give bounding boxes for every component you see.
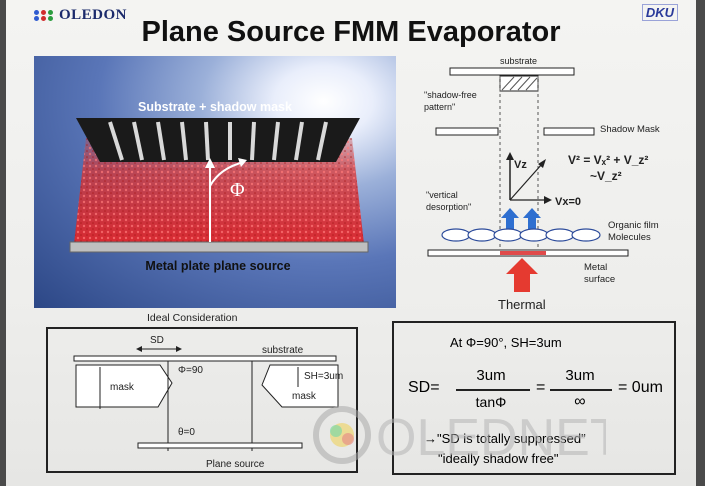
- denominator-2: ∞: [574, 393, 586, 410]
- mask-right-label: mask: [292, 391, 317, 402]
- watermark-logo-icon: [313, 406, 371, 464]
- ideal-consideration-box: SD substrate mask mask Φ=90 SH=3um θ=0 P…: [46, 327, 358, 473]
- ideal-mask-right: [261, 364, 339, 408]
- resultant-arrow: [509, 163, 543, 201]
- ideal-substrate-label: substrate: [262, 345, 304, 356]
- result: = 0um: [618, 379, 663, 396]
- organic-label-2: Molecules: [608, 232, 651, 243]
- vz-label: Vz: [514, 159, 527, 171]
- equals-1: =: [536, 379, 546, 396]
- angle-phi-label: Φ: [230, 179, 245, 201]
- oledon-logo: OLEDON: [34, 4, 127, 26]
- ideal-title: Ideal Consideration: [147, 312, 238, 324]
- molecules-row: [441, 228, 601, 242]
- theta-label: θ=0: [178, 427, 195, 438]
- sd-arrow-right: [176, 346, 182, 352]
- phi-label: Φ=90: [178, 365, 203, 376]
- vx-label: Vx=0: [555, 196, 581, 208]
- shadow-mask-label: Shadow Mask: [600, 124, 660, 135]
- calculation-box: At Φ=90°, SH=3um SD= 3um tanΦ = 3um ∞ = …: [392, 321, 676, 475]
- resultant-arrow-head: [538, 159, 546, 168]
- pattern-hatch: [501, 76, 538, 91]
- mask-slits: [108, 121, 328, 161]
- sd-arrow-left: [136, 346, 142, 352]
- numerator-1: 3um: [476, 367, 506, 384]
- vertical-arrow-head: [205, 158, 215, 168]
- metal-label-2: surface: [584, 274, 615, 285]
- thermal-label: Thermal: [498, 297, 546, 312]
- shadow-mask-left: [435, 127, 499, 136]
- angle-arc-head: [238, 158, 247, 167]
- fraction-bar-1: [456, 389, 530, 391]
- sd-equals: SD=: [408, 379, 440, 396]
- metal-label-1: Metal: [584, 262, 607, 273]
- condition-text: At Φ=90°, SH=3um: [450, 335, 562, 350]
- substrate-mask-label: Substrate + shadow mask: [138, 100, 292, 114]
- slide-title: Plane Source FMM Evaporator: [141, 16, 561, 48]
- shadow-mask-graphic: [76, 118, 360, 162]
- sh-label: SH=3um: [304, 371, 343, 382]
- logo-dots-icon: [34, 9, 53, 21]
- blue-arrow-right: [523, 208, 541, 230]
- ideal-substrate-bar: [73, 355, 337, 362]
- velocity-approx: ~V_z²: [590, 169, 622, 183]
- note-line-1: →"SD is totally suppressed": [424, 431, 586, 446]
- metal-plate-label: Metal plate plane source: [145, 259, 290, 273]
- plane-source-label: Plane source: [206, 459, 265, 470]
- sd-label: SD: [150, 335, 164, 346]
- organic-label-1: Organic film: [608, 220, 659, 231]
- heated-area: [500, 251, 546, 255]
- shadow-free-label-2: pattern": [424, 102, 455, 112]
- vx-arrow-head: [544, 196, 552, 204]
- olednet-watermark: OLEDNET: [313, 406, 606, 467]
- velocity-equation: V² = Vₓ² + V_z²: [568, 153, 648, 167]
- particle-texture: [74, 138, 364, 244]
- thermal-arrow: [506, 258, 538, 292]
- denominator-1: tanΦ: [475, 394, 507, 410]
- vz-arrow-head: [506, 152, 514, 160]
- fraction-bar-2: [550, 389, 612, 391]
- watermark-text: OLEDNET: [376, 409, 606, 467]
- plane-source-bar: [137, 442, 303, 449]
- vertical-desorption-2: desorption": [426, 202, 471, 212]
- evaporation-illustration: Φ Substrate + shadow mask Metal plate pl…: [69, 100, 369, 273]
- evaporation-photo: Φ Substrate + shadow mask Metal plate pl…: [34, 56, 396, 308]
- slide: OLEDON DKU Plane Source FMM Evaporator: [6, 0, 696, 486]
- dku-badge: DKU: [641, 4, 678, 21]
- logo-text: OLEDON: [59, 6, 128, 23]
- molecule-desorption-diagram: substrate "shadow-free pattern" Shadow M…: [424, 56, 660, 312]
- note-line-2: "ideally shadow free": [438, 451, 559, 466]
- substrate-label: substrate: [500, 56, 537, 66]
- blue-arrow-left: [501, 208, 519, 230]
- vertical-desorption-1: "vertical: [426, 190, 458, 200]
- ideal-diagram: SD substrate mask mask Φ=90 SH=3um θ=0 P…: [73, 335, 343, 470]
- numerator-2: 3um: [565, 367, 595, 384]
- shadow-free-label-1: "shadow-free: [424, 90, 477, 100]
- mask-left-label: mask: [110, 382, 135, 393]
- substrate-bar: [449, 67, 575, 76]
- shadow-mask-right: [543, 127, 595, 136]
- metal-plate-graphic: [69, 241, 369, 253]
